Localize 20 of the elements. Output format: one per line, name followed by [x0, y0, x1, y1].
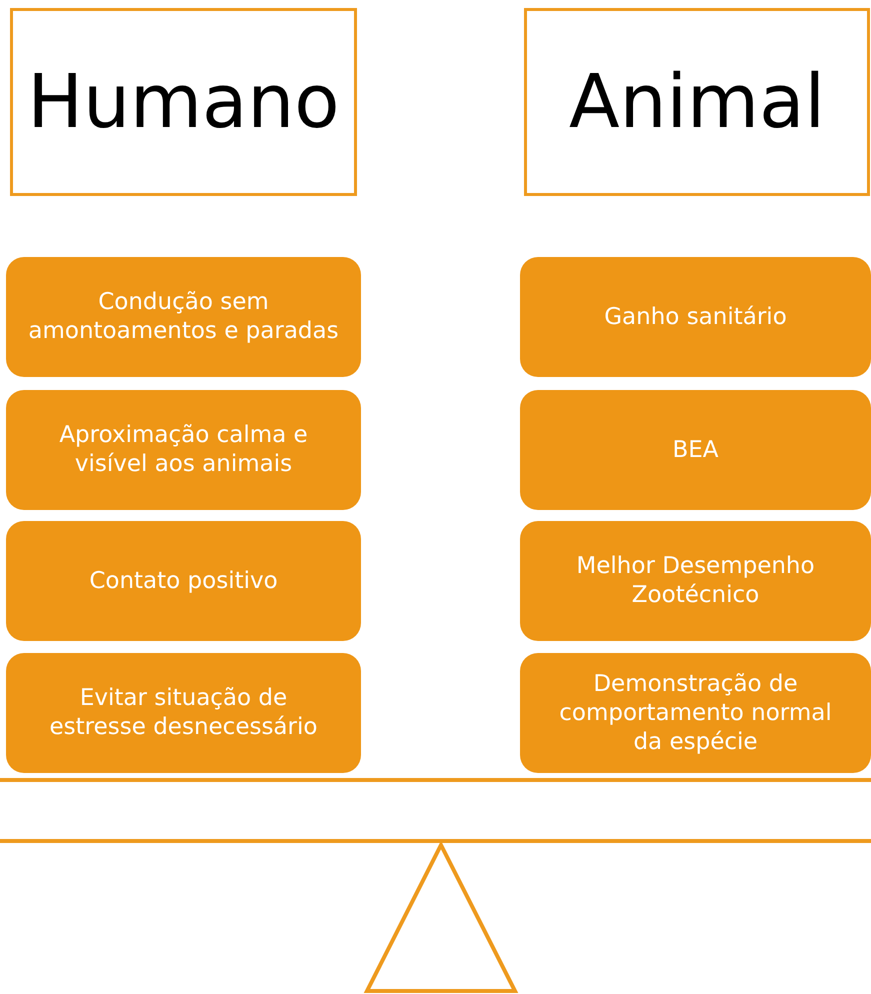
rounded-box	[6, 257, 361, 377]
box-label: Melhor Desempenho Zootécnico	[575, 552, 816, 610]
box-label: Contato positivo	[89, 566, 278, 596]
box-label: BEA	[672, 436, 719, 464]
box-label: Ganho sanitário	[604, 302, 787, 332]
rounded-box	[520, 653, 871, 773]
rounded-box	[520, 257, 871, 377]
box-label: Evitar situação de estresse desnecessário	[48, 684, 318, 742]
box-label: Demonstração de comportamento normal da espécie	[558, 670, 833, 756]
box-label: Aproximação calma e visível aos animais	[58, 421, 309, 479]
rounded-box	[6, 390, 361, 510]
rounded-box	[6, 653, 361, 773]
rounded-box	[520, 521, 871, 641]
rounded-box	[520, 390, 871, 510]
header-box	[524, 8, 870, 196]
box-label: Condução sem amontoamentos e paradas	[27, 288, 340, 346]
header-title: Animal	[568, 59, 826, 145]
header-title: Humano	[27, 59, 340, 145]
rounded-box	[6, 521, 361, 641]
header-box	[10, 8, 357, 196]
